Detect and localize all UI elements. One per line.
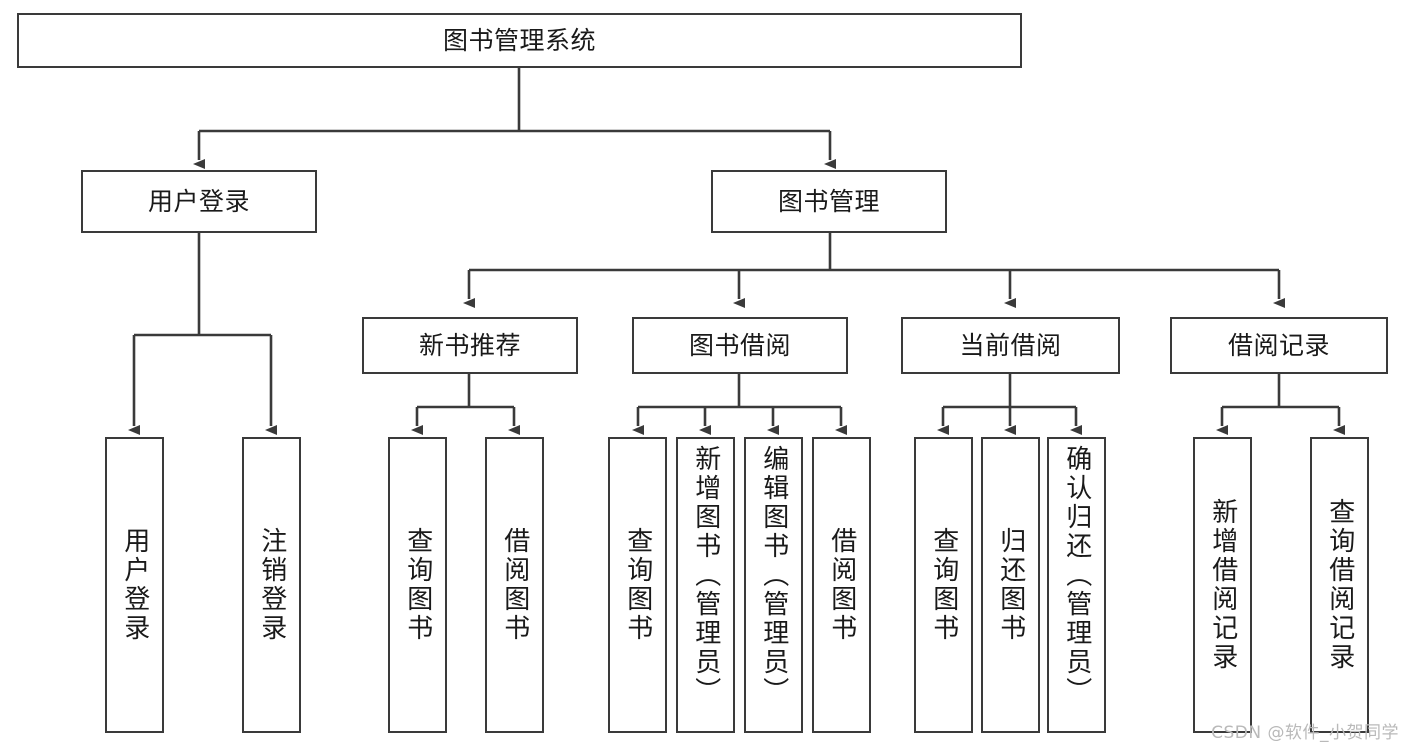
leaf-return-book-label: 归还图书 <box>995 527 1026 643</box>
leaf-query-book-1[interactable]: 查询图书 <box>388 437 447 733</box>
node-current-borrow-label: 当前借阅 <box>959 331 1062 360</box>
leaf-confirm-return-admin-label: 确认归还（管理员） <box>1061 445 1092 706</box>
leaf-query-book-3-label: 查询图书 <box>928 527 959 643</box>
leaf-query-book-3[interactable]: 查询图书 <box>914 437 973 733</box>
leaf-user-login-label: 用户登录 <box>119 527 150 643</box>
node-borrow-record-label: 借阅记录 <box>1227 331 1330 360</box>
watermark-text: CSDN @软件_小贺同学 <box>1211 723 1399 743</box>
leaf-query-book-1-label: 查询图书 <box>402 527 433 643</box>
node-user-login[interactable]: 用户登录 <box>81 170 317 233</box>
leaf-query-book-2[interactable]: 查询图书 <box>608 437 667 733</box>
leaf-logout-login[interactable]: 注销登录 <box>242 437 301 733</box>
leaf-borrow-book-1-label: 借阅图书 <box>499 527 530 643</box>
leaf-query-borrow-record[interactable]: 查询借阅记录 <box>1310 437 1369 733</box>
leaf-edit-book-admin[interactable]: 编辑图书（管理员） <box>744 437 803 733</box>
node-root[interactable]: 图书管理系统 <box>17 13 1022 68</box>
node-book-borrow[interactable]: 图书借阅 <box>632 317 848 374</box>
leaf-add-borrow-record-label: 新增借阅记录 <box>1207 498 1238 672</box>
leaf-borrow-book-2-label: 借阅图书 <box>826 527 857 643</box>
node-root-label: 图书管理系统 <box>442 26 596 55</box>
leaf-borrow-book-2[interactable]: 借阅图书 <box>812 437 871 733</box>
node-new-book-recommend-label: 新书推荐 <box>418 331 521 360</box>
leaf-confirm-return-admin[interactable]: 确认归还（管理员） <box>1047 437 1106 733</box>
leaf-add-book-admin[interactable]: 新增图书（管理员） <box>676 437 735 733</box>
leaf-add-book-admin-label: 新增图书（管理员） <box>690 445 721 706</box>
leaf-borrow-book-1[interactable]: 借阅图书 <box>485 437 544 733</box>
node-borrow-record[interactable]: 借阅记录 <box>1170 317 1388 374</box>
node-book-borrow-label: 图书借阅 <box>688 331 791 360</box>
leaf-add-borrow-record[interactable]: 新增借阅记录 <box>1193 437 1252 733</box>
node-book-manage-label: 图书管理 <box>777 187 880 216</box>
leaf-query-borrow-record-label: 查询借阅记录 <box>1324 498 1355 672</box>
node-book-manage[interactable]: 图书管理 <box>711 170 947 233</box>
leaf-query-book-2-label: 查询图书 <box>622 527 653 643</box>
leaf-edit-book-admin-label: 编辑图书（管理员） <box>758 445 789 706</box>
leaf-return-book[interactable]: 归还图书 <box>981 437 1040 733</box>
node-new-book-recommend[interactable]: 新书推荐 <box>362 317 578 374</box>
leaf-logout-login-label: 注销登录 <box>256 527 287 643</box>
node-current-borrow[interactable]: 当前借阅 <box>901 317 1120 374</box>
leaf-user-login[interactable]: 用户登录 <box>105 437 164 733</box>
node-user-login-label: 用户登录 <box>147 187 250 216</box>
